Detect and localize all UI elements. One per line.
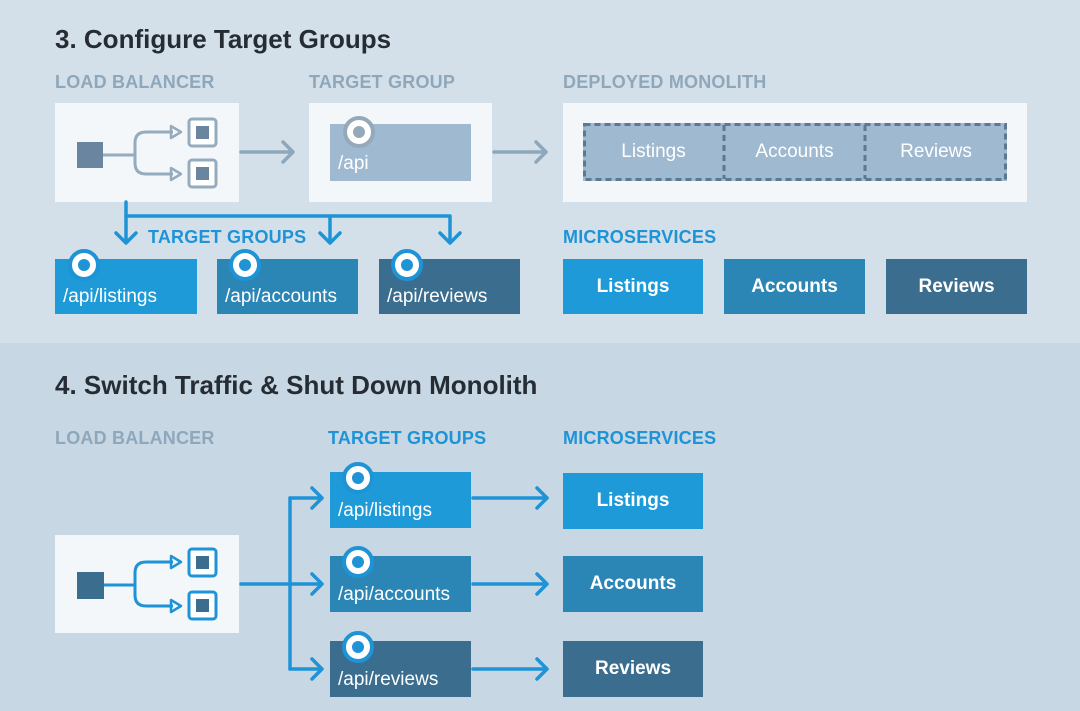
section-configure-target-groups: 3. Configure Target Groups LOAD BALANCER… [0, 0, 1080, 343]
target-group-label: TARGET GROUP [309, 72, 456, 92]
monolith-segment-accounts: Accounts [755, 141, 834, 162]
target-group-reviews-path: /api/reviews [338, 669, 439, 690]
monolith-segment-listings: Listings [621, 141, 686, 162]
target-icon [343, 116, 375, 148]
load-balancer-label: LOAD BALANCER [55, 72, 215, 92]
target-group-reviews[interactable]: /api/reviews [330, 641, 471, 697]
load-balancer-card [55, 103, 239, 202]
target-icon [391, 249, 423, 281]
load-balancer-icon [77, 117, 218, 189]
microservice-listings[interactable]: Listings [563, 473, 703, 529]
monolith-segment-reviews: Reviews [900, 141, 972, 162]
target-group-listings[interactable]: /api/listings [55, 259, 197, 314]
target-group-card: /api [309, 103, 492, 202]
target-group-reviews-path: /api/reviews [387, 286, 488, 307]
load-balancer-label: LOAD BALANCER [55, 428, 215, 448]
section-3-connectors [114, 140, 548, 245]
target-group-api-path: /api [338, 153, 369, 174]
target-group-listings-path: /api/listings [338, 500, 432, 521]
load-balancer-card [55, 535, 239, 633]
target-group-listings-path: /api/listings [63, 286, 157, 307]
target-icon [342, 546, 374, 578]
blue-split-arrows [114, 200, 462, 245]
target-groups-label: TARGET GROUPS [148, 227, 307, 247]
microservice-listings[interactable]: Listings [563, 259, 703, 314]
microservice-reviews[interactable]: Reviews [563, 641, 703, 697]
deployed-monolith-card: Listings Accounts Reviews [563, 103, 1027, 202]
target-icon [342, 462, 374, 494]
microservice-reviews[interactable]: Reviews [886, 259, 1027, 314]
target-groups-label: TARGET GROUPS [328, 428, 487, 448]
monolith-dashed-outline [583, 123, 1007, 181]
target-group-accounts-path: /api/accounts [338, 584, 450, 605]
microservice-accounts[interactable]: Accounts [724, 259, 865, 314]
microservice-accounts[interactable]: Accounts [563, 556, 703, 612]
target-icon [229, 249, 261, 281]
load-balancer-icon [77, 547, 218, 621]
target-group-reviews[interactable]: /api/reviews [379, 259, 520, 314]
section-4-connectors [239, 486, 549, 681]
monolith-container [583, 123, 1007, 181]
microservices-label: MICROSERVICES [563, 428, 717, 448]
blue-routing-arrows [239, 486, 549, 681]
target-group-accounts[interactable]: /api/accounts [217, 259, 358, 314]
target-group-accounts-path: /api/accounts [225, 286, 337, 307]
section-3-title: 3. Configure Target Groups [55, 24, 392, 54]
target-icon [68, 249, 100, 281]
microservices-label: MICROSERVICES [563, 227, 717, 247]
gray-arrows [239, 140, 548, 164]
section-4-title: 4. Switch Traffic & Shut Down Monolith [55, 370, 538, 400]
section-switch-traffic: 4. Switch Traffic & Shut Down Monolith L… [0, 343, 1080, 711]
deployed-monolith-label: DEPLOYED MONOLITH [563, 72, 767, 92]
target-icon [342, 631, 374, 663]
